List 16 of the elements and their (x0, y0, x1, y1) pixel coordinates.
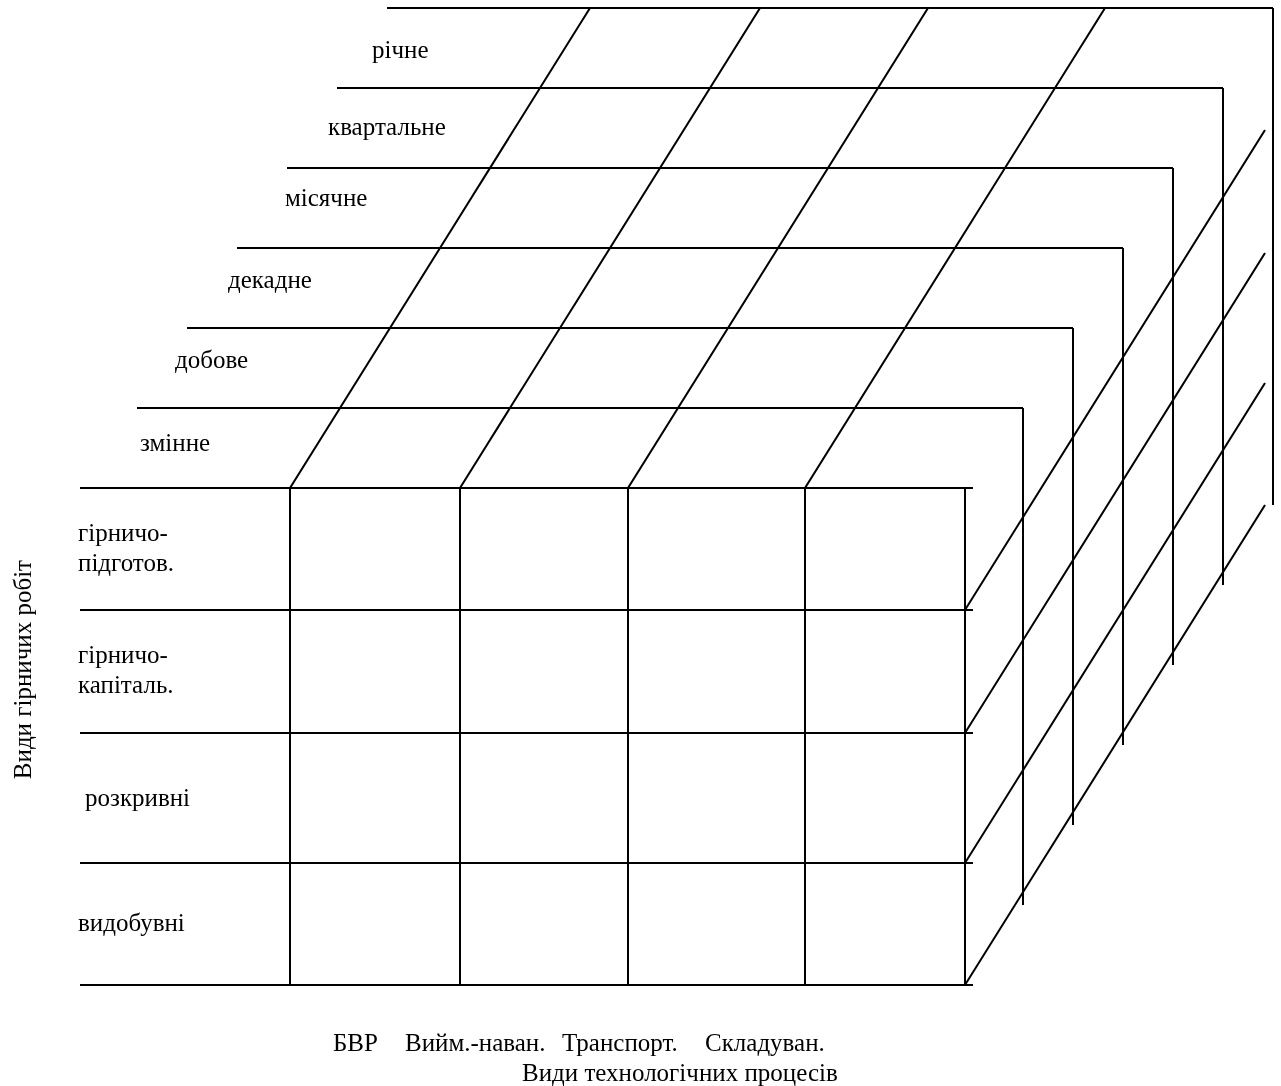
row-label: розкривні (85, 783, 191, 813)
period-label: добове (175, 345, 249, 375)
axis-title: Види гірничих робіт (8, 560, 37, 780)
axis-title: Види технологічних процесів (522, 1058, 838, 1086)
column-label: БВР (333, 1028, 378, 1058)
row-label: видобувні (78, 908, 185, 938)
column-label: Транспорт. (562, 1028, 678, 1058)
column-label: Складуван. (705, 1028, 825, 1058)
row-label: гірничо- капіталь. (78, 640, 175, 700)
period-label: декадне (228, 265, 312, 295)
row-label: гірничо- підготов. (78, 518, 175, 578)
period-label: змінне (140, 428, 211, 458)
column-label: Вийм.-наван. (405, 1028, 546, 1058)
period-label: річне (372, 35, 429, 65)
period-label: квартальне (328, 112, 446, 142)
period-label: місячне (285, 183, 368, 213)
